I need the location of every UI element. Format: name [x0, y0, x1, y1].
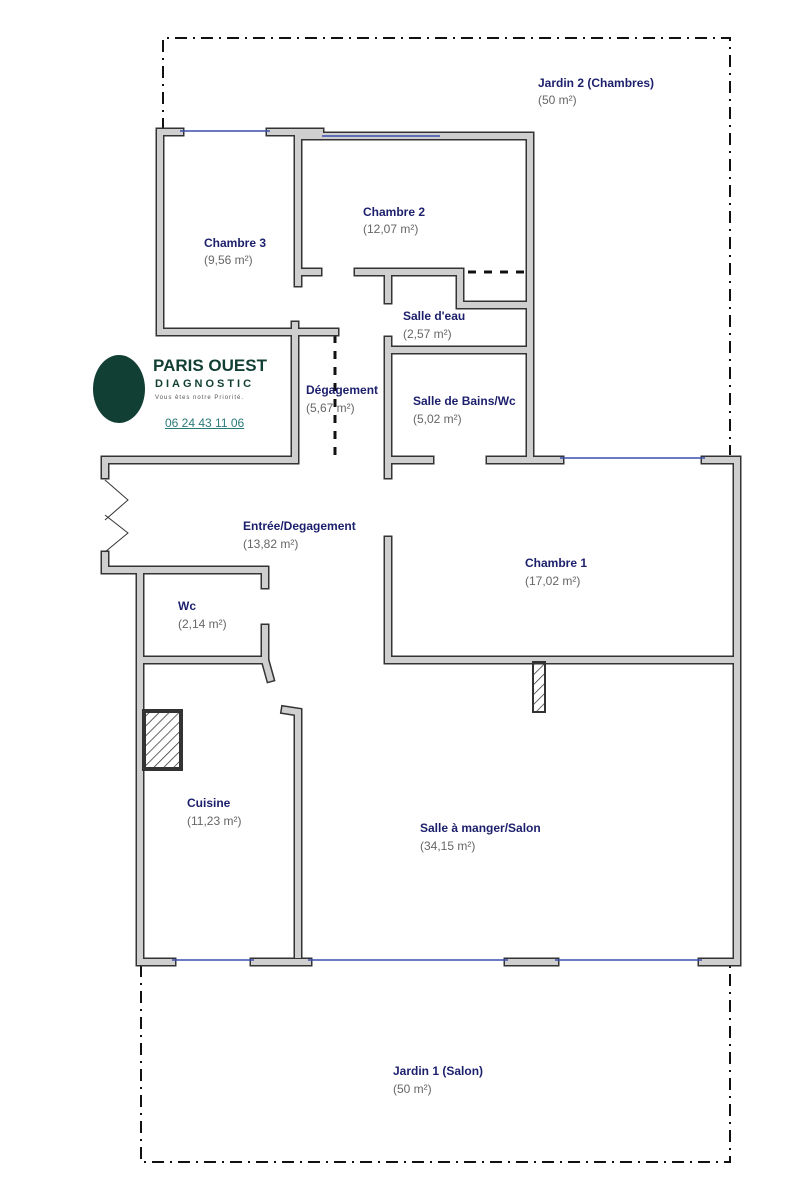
- room-area: (9,56 m²): [204, 253, 253, 267]
- pillar: [532, 661, 546, 713]
- room-label: Salle à manger/Salon: [420, 821, 541, 835]
- phone-link[interactable]: 06 24 43 11 06: [165, 416, 245, 430]
- dashed-partitions: [333, 270, 528, 460]
- wall: [157, 129, 303, 335]
- room-label: Wc: [178, 599, 196, 613]
- walls: [100, 127, 742, 967]
- room-area: (13,82 m²): [243, 537, 299, 551]
- wall: [137, 567, 175, 965]
- wall: [262, 625, 274, 682]
- room-label: Jardin 2 (Chambres): [538, 76, 655, 90]
- windows: [172, 130, 705, 961]
- room-label: Entrée/Degagement: [243, 519, 356, 533]
- entrance-door[interactable]: [104, 479, 129, 553]
- room-area: (50 m²): [393, 1082, 432, 1096]
- room-label: Dégagement: [306, 383, 379, 397]
- room-area: (34,15 m²): [420, 839, 476, 853]
- room-label: Chambre 3: [204, 236, 267, 250]
- logo-subtitle: DIAGNOSTIC: [155, 378, 255, 390]
- room-label: Salle d'eau: [403, 309, 466, 323]
- wall: [355, 269, 533, 308]
- logo-title: PARIS OUEST: [153, 356, 267, 375]
- wall: [702, 457, 740, 965]
- room-label: Chambre 2: [363, 205, 426, 219]
- room-label: Chambre 1: [525, 556, 588, 570]
- room-area: (50 m²): [538, 93, 577, 107]
- room-area: (2,57 m²): [403, 327, 452, 341]
- room-area: (2,14 m²): [178, 617, 227, 631]
- room-label: Salle de Bains/Wc: [413, 394, 516, 408]
- room-area: (12,07 m²): [363, 222, 419, 236]
- wall: [385, 537, 735, 663]
- wall: [102, 552, 268, 588]
- room-label: Cuisine: [187, 796, 231, 810]
- room-area: (17,02 m²): [525, 574, 581, 588]
- wall: [281, 706, 301, 958]
- room-label: Jardin 1 (Salon): [393, 1064, 484, 1078]
- logo-tagline: Vous êtes notre Priorité.: [155, 395, 245, 401]
- room-area: (5,02 m²): [413, 412, 462, 426]
- wall: [700, 455, 742, 967]
- room-area: (11,23 m²): [187, 814, 242, 828]
- room-area: (5,67 m²): [306, 401, 355, 415]
- fireplace: [142, 709, 183, 771]
- garden-boundaries: [140, 37, 731, 1163]
- company-logo: PARIS OUEST DIAGNOSTIC Vous êtes notre P…: [93, 352, 268, 442]
- wall: [155, 127, 305, 337]
- logo-emblem-icon: [93, 355, 145, 423]
